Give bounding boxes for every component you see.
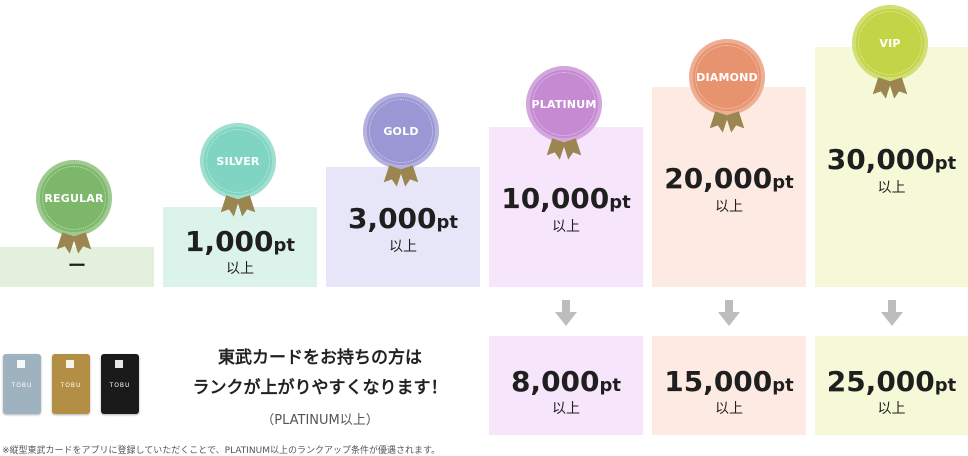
card-image: TOBU xyxy=(3,354,41,414)
ribbon-icon xyxy=(873,77,907,97)
points-value: 10,000 xyxy=(501,182,610,215)
tier-badge: SILVER xyxy=(200,123,276,199)
points-suffix: 以上 xyxy=(877,401,906,417)
ribbon-icon xyxy=(57,232,91,252)
points-unit: pt xyxy=(436,212,459,233)
tier-badge: REGULAR xyxy=(36,160,112,236)
points-suffix: 以上 xyxy=(552,401,580,417)
reduced-points: 15,000pt xyxy=(652,368,806,396)
reduced-points: 25,000pt xyxy=(815,368,968,396)
arrow-down-icon xyxy=(555,300,577,328)
reduced-points: 8,000pt xyxy=(489,368,643,396)
message-sub: （PLATINUM以上） xyxy=(261,413,379,428)
points-value: 30,000 xyxy=(826,143,935,176)
tier-bar xyxy=(0,247,154,287)
points-value: 8,000 xyxy=(510,365,600,398)
card-brand: TOBU xyxy=(11,382,33,389)
tier-name: PLATINUM xyxy=(531,97,597,111)
promo-message: 東武カードをお持ちの方は ランクが上がりやすくなります！ （PLATINUM以上… xyxy=(160,343,480,428)
tier-name: REGULAR xyxy=(44,191,104,205)
points-unit: pt xyxy=(772,375,794,396)
points-suffix: 以上 xyxy=(877,180,906,196)
arrow-down-icon xyxy=(881,300,903,328)
points-suffix: 以上 xyxy=(552,219,580,235)
ribbon-icon xyxy=(221,195,255,215)
message-line1: 東武カードをお持ちの方は xyxy=(218,348,422,368)
reduced-vip: 25,000pt 以上 xyxy=(815,336,968,435)
tier-name: GOLD xyxy=(383,124,419,138)
tier-badge: GOLD xyxy=(363,93,439,169)
tier-bar xyxy=(163,207,317,287)
points-suffix: 以上 xyxy=(226,261,254,277)
points-unit: pt xyxy=(772,172,794,193)
points-suffix: 以上 xyxy=(389,239,417,255)
points-value: 3,000 xyxy=(347,202,437,235)
card-image: TOBU xyxy=(101,354,139,414)
tier-points: 10,000pt xyxy=(489,185,643,213)
points-value: 15,000 xyxy=(664,365,773,398)
tier-points: 20,000pt xyxy=(652,165,806,193)
tier-name: DIAMOND xyxy=(696,70,758,84)
arrow-down-icon xyxy=(718,300,740,328)
tier-points: 1,000pt xyxy=(163,228,317,256)
ribbon-icon xyxy=(710,111,744,131)
points-value: 25,000 xyxy=(826,365,935,398)
reduced-diamond: 15,000pt 以上 xyxy=(652,336,806,435)
card-brand: TOBU xyxy=(60,382,82,389)
message-line2: ランクが上がりやすくなります！ xyxy=(192,378,448,398)
tier-badge: PLATINUM xyxy=(526,66,602,142)
ribbon-icon xyxy=(547,138,581,158)
card-image: TOBU xyxy=(52,354,90,414)
tier-bar xyxy=(326,167,480,287)
points-value: 1,000 xyxy=(184,225,274,258)
points-unit: pt xyxy=(273,235,296,256)
tier-points: 3,000pt xyxy=(326,205,480,233)
tier-badge: DIAMOND xyxy=(689,39,765,115)
points-unit: pt xyxy=(609,192,631,213)
tier-bar xyxy=(489,127,643,287)
points-unit: pt xyxy=(934,153,957,174)
footnote: ※縦型東武カードをアプリに登録していただくことで、PLATINUM以上のランクア… xyxy=(2,446,441,456)
tier-badge: VIP xyxy=(852,5,928,81)
points-value: 20,000 xyxy=(664,162,773,195)
tier-points: ー xyxy=(0,258,154,276)
points-suffix: 以上 xyxy=(715,401,743,417)
points-unit: pt xyxy=(599,375,622,396)
points-value: ー xyxy=(68,256,86,277)
points-unit: pt xyxy=(934,375,957,396)
tier-points: 30,000pt xyxy=(815,146,968,174)
points-suffix: 以上 xyxy=(715,199,743,215)
card-brand: TOBU xyxy=(109,382,131,389)
reduced-platinum: 8,000pt 以上 xyxy=(489,336,643,435)
tier-name: SILVER xyxy=(216,154,260,168)
ribbon-icon xyxy=(384,165,418,185)
tier-name: VIP xyxy=(879,36,901,50)
